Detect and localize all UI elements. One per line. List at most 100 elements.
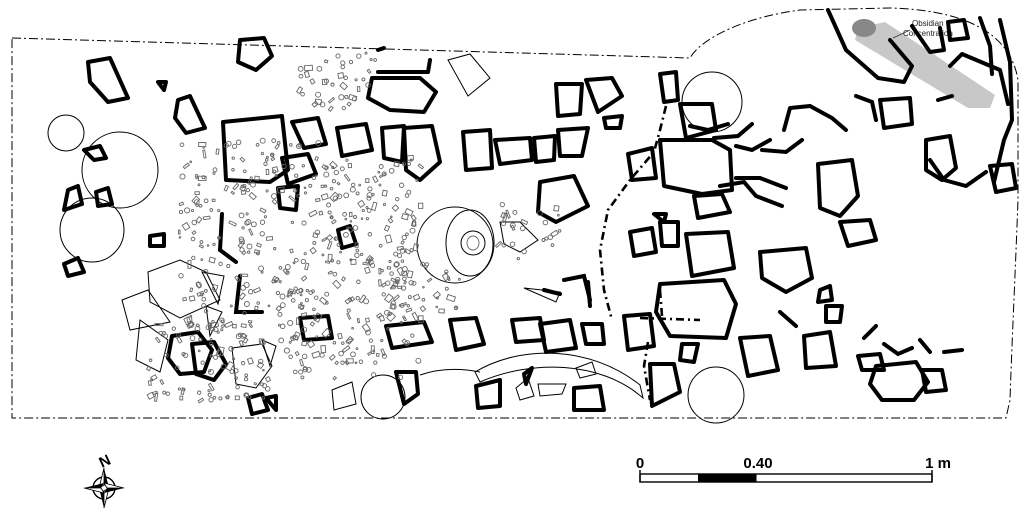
small-find (300, 91, 305, 97)
small-find (279, 293, 286, 300)
small-find (244, 220, 250, 226)
small-find (243, 301, 250, 307)
small-find (242, 337, 249, 344)
small-find (371, 372, 377, 378)
small-find (367, 186, 373, 192)
small-find (329, 215, 334, 220)
small-find (241, 226, 245, 230)
small-find (354, 242, 359, 248)
small-find (232, 357, 236, 361)
small-find (520, 218, 529, 226)
small-find (309, 321, 316, 327)
small-find (211, 319, 215, 324)
small-find (366, 351, 373, 356)
small-find (410, 333, 415, 338)
obsidian-concentration: Obsidian Concentration (852, 19, 995, 108)
small-find (163, 333, 169, 339)
small-find (387, 217, 394, 224)
small-find (200, 360, 205, 365)
small-find (292, 331, 301, 341)
small-find (202, 215, 211, 221)
small-find (351, 326, 354, 330)
small-find (327, 270, 333, 275)
small-find (541, 238, 546, 242)
circle-feature (81, 131, 159, 209)
small-find (336, 181, 341, 186)
small-find (203, 268, 209, 275)
small-find (259, 219, 266, 225)
small-find (393, 262, 399, 268)
small-find (207, 322, 212, 327)
small-find (426, 277, 433, 283)
small-find (339, 166, 345, 172)
small-find (369, 57, 373, 62)
small-find (239, 247, 245, 253)
small-find (259, 381, 265, 387)
small-find (224, 394, 231, 400)
small-find (146, 391, 155, 400)
small-find (406, 270, 414, 279)
small-find (193, 199, 200, 205)
small-find (229, 369, 235, 375)
small-find (147, 380, 152, 386)
small-find (337, 72, 345, 79)
small-find (368, 257, 373, 262)
small-find (401, 213, 409, 221)
small-find (191, 230, 197, 236)
small-find (229, 304, 233, 308)
small-find (211, 198, 216, 202)
small-find (150, 378, 154, 382)
circular-features (47, 71, 745, 424)
small-find (332, 340, 337, 345)
small-find (312, 232, 319, 239)
small-find (315, 91, 322, 98)
small-find (377, 170, 381, 174)
circle-feature (360, 374, 406, 420)
small-find (209, 337, 213, 341)
small-find (235, 333, 242, 340)
small-find (444, 286, 449, 291)
small-find (218, 261, 223, 267)
small-find (254, 175, 260, 181)
small-find (198, 243, 205, 249)
small-find (312, 307, 316, 312)
small-find (197, 175, 207, 181)
small-find (378, 183, 382, 187)
small-find (265, 155, 269, 159)
small-find (189, 160, 193, 164)
small-find (386, 311, 397, 322)
small-find (238, 292, 247, 301)
small-find (145, 365, 152, 372)
small-find (265, 168, 270, 176)
small-find (253, 382, 257, 386)
small-find (161, 330, 167, 336)
small-find (208, 368, 214, 375)
small-find (189, 287, 194, 293)
small-find (240, 273, 249, 277)
small-find (252, 286, 262, 294)
small-find (274, 143, 280, 150)
small-find (419, 305, 427, 313)
small-find (247, 320, 253, 324)
small-find (355, 191, 360, 196)
small-find (315, 174, 318, 177)
small-find (268, 361, 271, 364)
small-find (261, 396, 266, 400)
small-find (228, 220, 237, 227)
small-find (199, 240, 204, 244)
small-find (195, 216, 203, 224)
small-find (218, 396, 223, 401)
small-find (240, 189, 247, 196)
small-find (228, 346, 234, 352)
small-find (248, 191, 257, 201)
small-find (271, 193, 278, 200)
small-find (321, 237, 328, 243)
small-find (351, 96, 358, 102)
small-find (246, 357, 254, 365)
small-find (320, 184, 325, 189)
small-find (412, 243, 420, 252)
small-find (215, 148, 220, 155)
small-find (213, 326, 219, 333)
small-find (207, 392, 212, 397)
small-find (308, 290, 314, 295)
